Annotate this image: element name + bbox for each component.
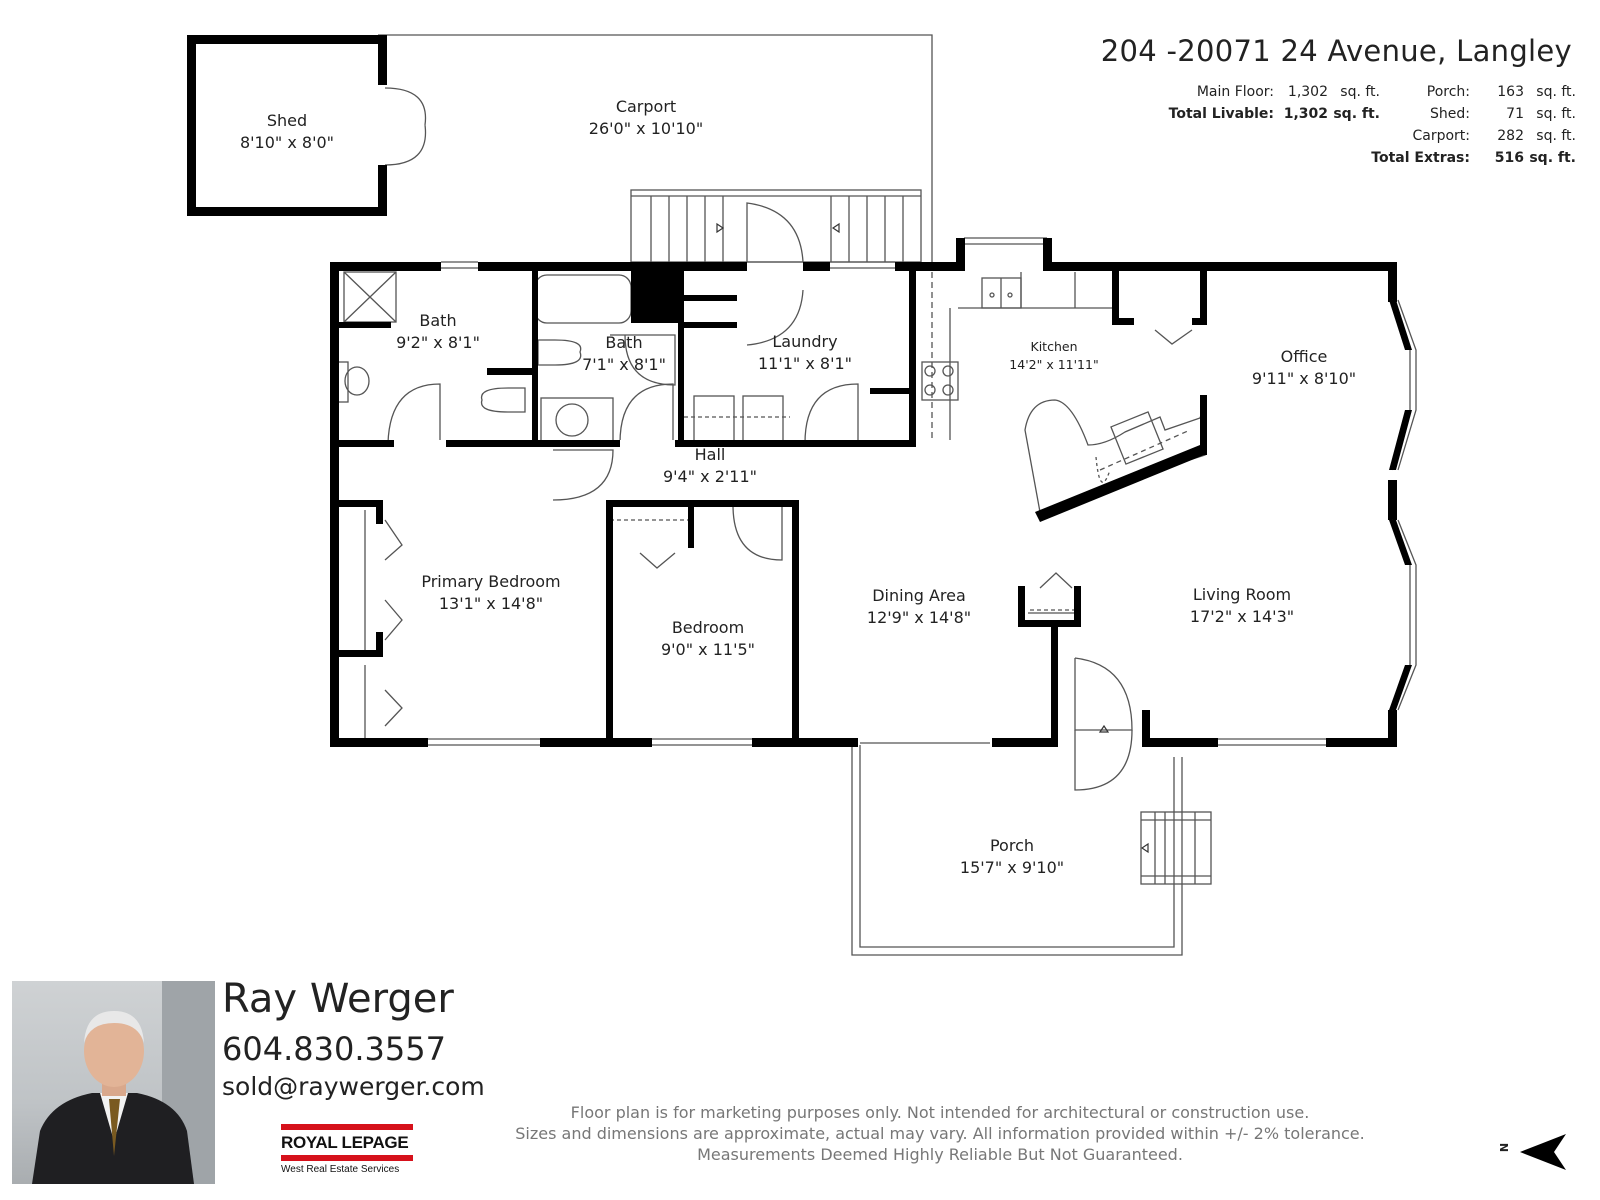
room-primary-bedroom: Primary Bedroom 13'1" x 14'8"	[421, 571, 560, 615]
agent-email[interactable]: sold@raywerger.com	[222, 1072, 485, 1101]
room-kitchen: Kitchen 14'2" x 11'11"	[1009, 338, 1098, 374]
disclaimer-line-1: Floor plan is for marketing purposes onl…	[570, 1103, 1310, 1122]
room-name: Living Room	[1192, 585, 1292, 604]
room-name: Bath	[419, 311, 457, 330]
logo-bar-bottom	[281, 1155, 413, 1161]
area-unit: sq. ft.	[1536, 84, 1576, 100]
area-row-main-floor: Main Floor: 1,302 sq. ft.	[1150, 81, 1380, 103]
agent-portrait-icon	[32, 981, 215, 1184]
main-area-summary: Main Floor: 1,302 sq. ft. Total Livable:…	[1150, 81, 1380, 125]
area-value: 163	[1497, 84, 1524, 100]
area-row-total-livable: Total Livable: 1,302 sq. ft.	[1150, 103, 1380, 125]
room-living-room: Living Room 17'2" x 14'3"	[1190, 584, 1294, 628]
room-bath-1: Bath 9'2" x 8'1"	[396, 310, 480, 354]
room-dims: 26'0" x 10'10"	[588, 119, 704, 138]
room-dims: 15'7" x 9'10"	[959, 858, 1065, 877]
room-name: Bedroom	[671, 618, 745, 637]
room-name: Primary Bedroom	[421, 572, 561, 591]
room-dims: 13'1" x 14'8"	[438, 594, 544, 613]
room-dims: 9'2" x 8'1"	[396, 333, 480, 352]
room-hall: Hall 9'4" x 2'11"	[663, 444, 757, 488]
room-dims: 7'1" x 8'1"	[582, 355, 666, 374]
bathtub-fixture	[534, 274, 632, 324]
room-name: Bath	[605, 333, 643, 352]
room-name: Hall	[694, 445, 726, 464]
compass-arrow-icon	[1520, 1134, 1566, 1170]
area-unit: sq. ft.	[1529, 150, 1576, 166]
room-dims: 9'0" x 11'5"	[660, 640, 756, 659]
room-dining-area: Dining Area 12'9" x 14'8"	[867, 585, 971, 629]
property-address: 204 -20071 24 Avenue, Langley	[1100, 34, 1572, 68]
room-dims: 12'9" x 14'8"	[866, 608, 972, 627]
area-label: Total Extras:	[1371, 150, 1470, 166]
agent-photo	[12, 981, 215, 1184]
room-carport: Carport 26'0" x 10'10"	[589, 96, 703, 140]
area-row-total-extras: Total Extras: 516 sq. ft.	[1370, 147, 1576, 169]
logo-bar-top	[281, 1124, 413, 1130]
room-dims: 8'10" x 8'0"	[239, 133, 335, 152]
stairs-porch	[1140, 811, 1212, 885]
agent-name: Ray Werger	[222, 976, 454, 1022]
area-label: Total Livable:	[1168, 106, 1274, 122]
stove-fixture	[921, 361, 959, 401]
area-unit: sq. ft.	[1536, 106, 1576, 122]
extras-area-summary: Porch: 163 sq. ft. Shed: 71 sq. ft. Carp…	[1370, 81, 1576, 169]
room-shed: Shed 8'10" x 8'0"	[240, 110, 334, 154]
logo-brand: ROYAL LEPAGE	[281, 1133, 409, 1152]
room-name: Carport	[615, 97, 677, 116]
room-bath-2: Bath 7'1" x 8'1"	[582, 332, 666, 376]
room-office: Office 9'11" x 8'10"	[1252, 346, 1356, 390]
room-laundry: Laundry 11'1" x 8'1"	[758, 331, 852, 375]
room-dims: 9'4" x 2'11"	[662, 467, 758, 486]
area-value: 282	[1497, 128, 1524, 144]
room-dims: 17'2" x 14'3"	[1189, 607, 1295, 626]
area-label: Carport:	[1412, 128, 1470, 144]
disclaimer-line-3: Measurements Deemed Highly Reliable But …	[697, 1145, 1183, 1164]
room-dims: 11'1" x 8'1"	[757, 354, 853, 373]
area-value: 516	[1494, 150, 1524, 166]
room-dims: 14'2" x 11'11"	[1009, 357, 1099, 372]
room-name: Shed	[266, 111, 308, 130]
room-porch: Porch 15'7" x 9'10"	[960, 835, 1064, 879]
disclaimer-line-2: Sizes and dimensions are approximate, ac…	[515, 1124, 1365, 1143]
area-label: Main Floor:	[1196, 84, 1274, 100]
north-arrow: N	[1498, 1130, 1570, 1174]
room-dims: 9'11" x 8'10"	[1251, 369, 1357, 388]
carport-outline	[378, 34, 933, 262]
area-label: Porch:	[1426, 84, 1470, 100]
agent-phone[interactable]: 604.830.3557	[222, 1030, 446, 1068]
area-unit: sq. ft.	[1536, 128, 1576, 144]
room-bedroom: Bedroom 9'0" x 11'5"	[661, 617, 755, 661]
area-value: 71	[1506, 106, 1524, 122]
kitchen-island	[1024, 399, 1206, 513]
logo-subtitle: West Real Estate Services	[281, 1164, 400, 1175]
room-name: Dining Area	[872, 586, 966, 605]
area-value: 1,302	[1287, 84, 1328, 100]
area-row-carport: Carport: 282 sq. ft.	[1370, 125, 1576, 147]
area-label: Shed:	[1430, 106, 1470, 122]
area-value: 1,302	[1283, 106, 1328, 122]
room-name: Laundry	[772, 332, 838, 351]
area-unit: sq. ft.	[1333, 106, 1380, 122]
area-row-shed: Shed: 71 sq. ft.	[1370, 103, 1576, 125]
toilet-fixture	[480, 387, 526, 413]
room-name: Office	[1280, 347, 1328, 366]
room-name: Porch	[989, 836, 1035, 855]
porch-outline	[851, 745, 1183, 956]
stairs-top	[630, 189, 922, 263]
area-unit: sq. ft.	[1340, 84, 1380, 100]
disclaimer: Floor plan is for marketing purposes onl…	[480, 1102, 1400, 1165]
area-row-porch: Porch: 163 sq. ft.	[1370, 81, 1576, 103]
room-name: Kitchen	[1030, 339, 1078, 354]
brokerage-logo: ROYAL LEPAGE West Real Estate Services	[281, 1124, 413, 1175]
